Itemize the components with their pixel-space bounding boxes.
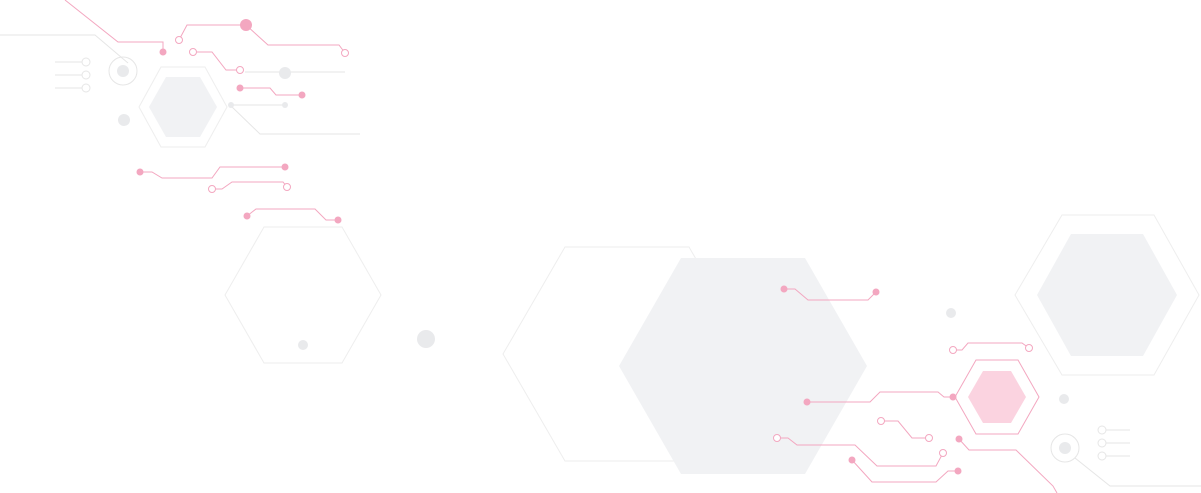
circuit-trace-pink: [178, 24, 346, 54]
hexagon-outline: [224, 226, 382, 364]
circuit-trace-pink: [213, 181, 288, 190]
gray-dot: [279, 67, 291, 79]
circuit-trace-pink: [958, 438, 1058, 493]
circuit-trace-pink: [777, 437, 944, 467]
circuit-node-pink: [334, 216, 342, 224]
circuit-node-pink: [136, 168, 144, 176]
circuit-trace-pink: [64, 0, 164, 52]
circuit-node-gray: [81, 83, 91, 93]
circuit-trace-gray: [0, 34, 129, 64]
circuit-node-pink: [298, 91, 306, 99]
hexagon-filled-large: [619, 258, 867, 474]
gray-dot: [228, 102, 234, 108]
hexagon-outline-pink: [954, 359, 1040, 435]
gray-dot: [282, 102, 288, 108]
circuit-trace-pink: [784, 288, 877, 301]
circuit-node-pink: [848, 456, 856, 464]
gray-dot: [1059, 394, 1069, 404]
circuit-node-pink-open: [773, 434, 781, 442]
bottom-right-circuit-cluster: [773, 214, 1201, 493]
circuit-trace-pink: [246, 208, 338, 221]
circuit-node-pink: [955, 435, 963, 443]
middle-left-hexagon-group: [224, 226, 435, 364]
center-hexagon-group: [502, 246, 867, 474]
circuit-node-pink-open: [208, 185, 216, 193]
circuit-node-pink: [243, 212, 251, 220]
circuit-node-pink: [236, 84, 244, 92]
circuit-node-gray: [1097, 425, 1107, 435]
circuit-node-pink-open: [236, 66, 244, 74]
top-left-circuit-cluster: [0, 0, 360, 224]
circuit-trace-pink: [140, 166, 285, 179]
circuit-trace-pink: [953, 342, 1030, 351]
circuit-trace-gray: [229, 104, 360, 135]
circuit-trace-pink: [240, 87, 302, 96]
circuit-node-pink-open: [341, 49, 349, 57]
circuit-node-pink-open: [949, 346, 957, 354]
circuit-node-gray: [1097, 451, 1107, 461]
circuit-node-pink: [281, 163, 289, 171]
circuit-node-pink-open: [939, 449, 947, 457]
gray-dot: [946, 308, 956, 318]
circuit-trace-pink: [197, 51, 240, 71]
circuit-node-pink: [780, 285, 788, 293]
circuit-node-gray: [81, 57, 91, 67]
circuit-trace-gray: [1074, 457, 1201, 487]
circuit-node-pink-open: [189, 48, 197, 56]
circuit-node-gray: [1097, 438, 1107, 448]
gray-dot: [417, 330, 435, 348]
circuit-trace-pink: [851, 459, 958, 483]
circuit-node-pink-open: [175, 36, 183, 44]
circuit-node-pink: [872, 288, 880, 296]
hexagon-outline: [1014, 214, 1200, 376]
circuit-node-pink-open: [283, 183, 291, 191]
circuit-node-pink-large: [240, 19, 252, 31]
hexagon-filled: [149, 77, 217, 137]
gray-dot: [118, 114, 130, 126]
circuit-node-gray: [81, 70, 91, 80]
target-ring: [108, 56, 138, 86]
hexagon-outline: [138, 66, 228, 148]
circuit-node-pink: [159, 48, 167, 56]
circuit-node-pink-open: [877, 417, 885, 425]
circuit-trace-pink: [881, 420, 929, 439]
hexagon-filled: [1037, 234, 1177, 356]
circuit-node-pink-open: [1025, 344, 1033, 352]
circuit-trace-pink: [807, 391, 953, 403]
target-center-dot: [1059, 442, 1071, 454]
circuit-node-pink-open: [925, 434, 933, 442]
target-center-dot: [117, 65, 129, 77]
circuit-node-pink: [949, 393, 957, 401]
circuit-node-pink: [803, 398, 811, 406]
target-ring: [1050, 433, 1080, 463]
circuit-node-pink: [954, 467, 962, 475]
gray-dot: [298, 340, 308, 350]
hexagon-filled-pink: [968, 371, 1026, 423]
